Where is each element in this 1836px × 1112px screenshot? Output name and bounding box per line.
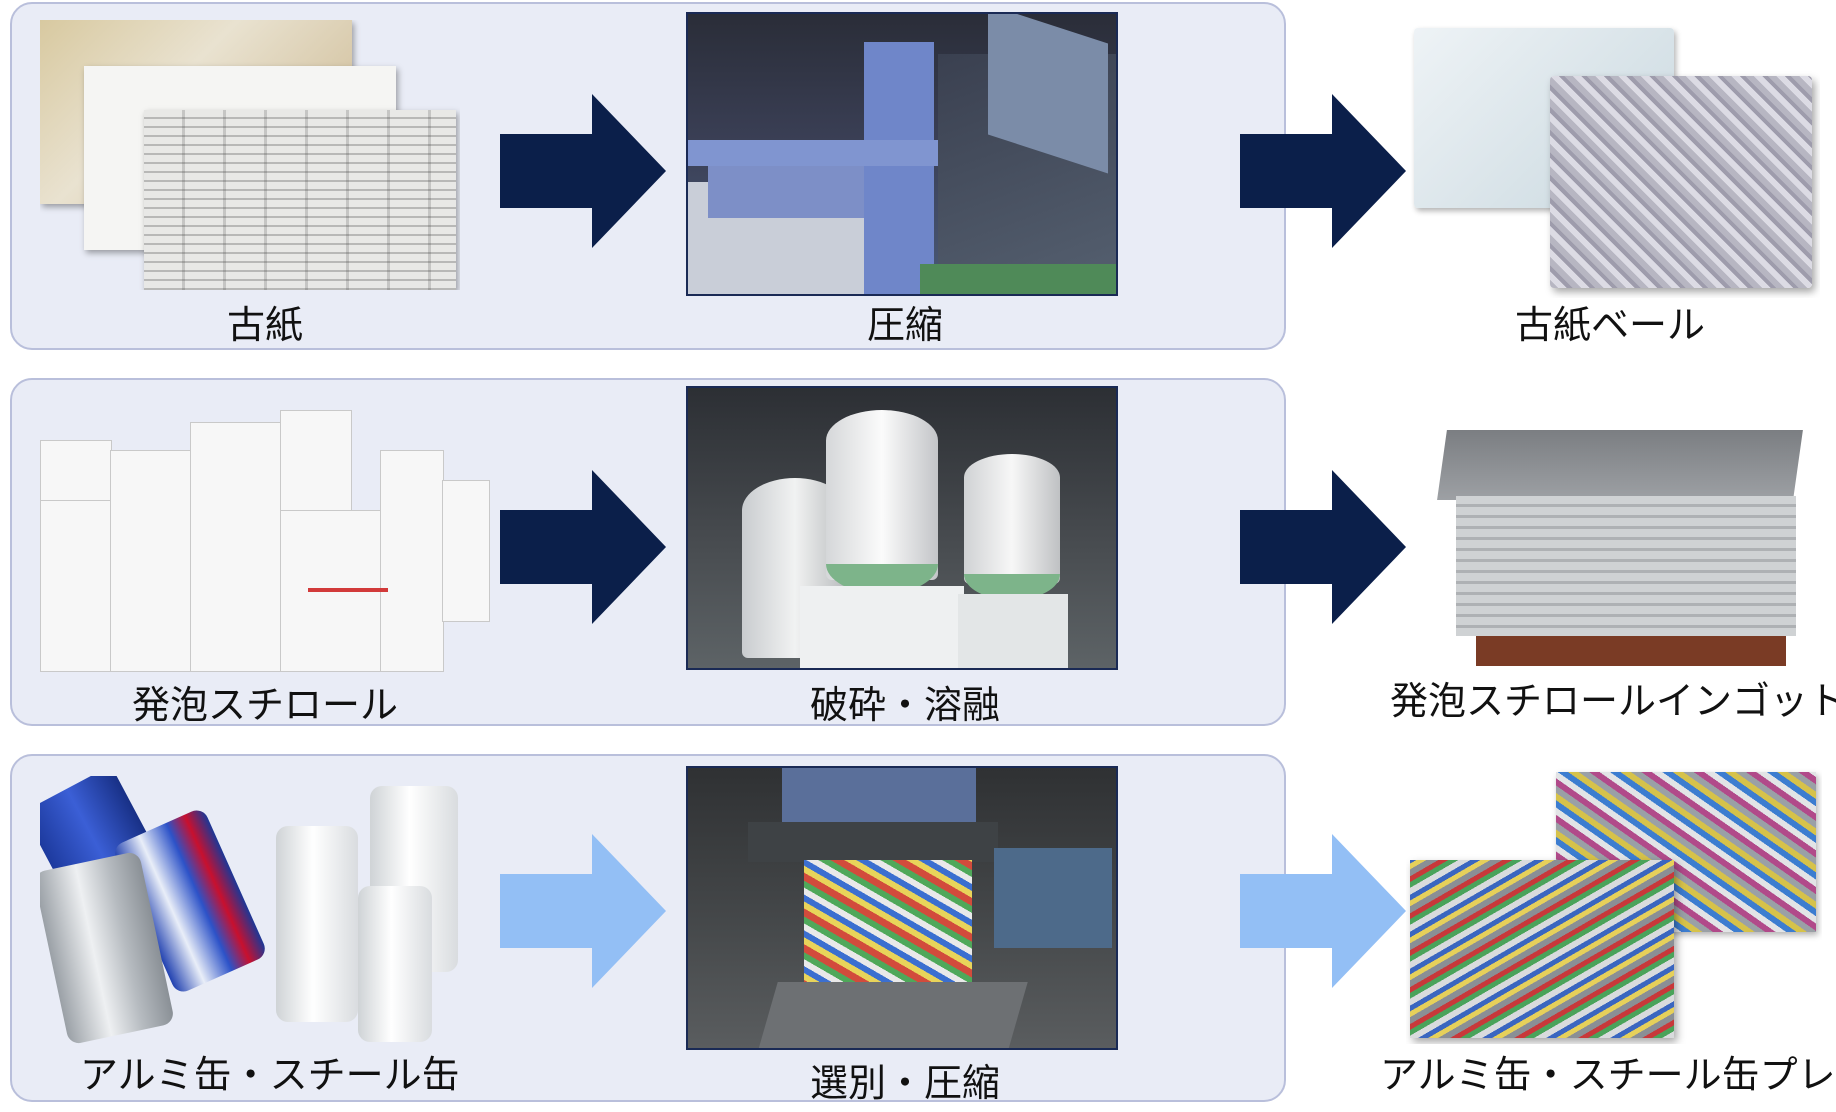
can-press-machine-image bbox=[686, 766, 1118, 1050]
input-label-cans: アルミ缶・スチール缶 bbox=[80, 1053, 460, 1097]
wastepaper-bales-image bbox=[1410, 18, 1820, 298]
arrow-press-to-block bbox=[1240, 834, 1406, 988]
styrofoam-boxes-image bbox=[40, 410, 490, 672]
arrow-compress-to-bale bbox=[1240, 94, 1406, 248]
melting-tanks-image bbox=[686, 386, 1118, 670]
pressed-can-blocks-image bbox=[1406, 764, 1822, 1044]
process-label-crush-melt: 破砕・溶融 bbox=[809, 683, 1000, 727]
input-label-styrofoam: 発泡スチロール bbox=[131, 683, 398, 727]
arrow-styrofoam-to-melt bbox=[500, 470, 666, 624]
styrofoam-ingots-image bbox=[1436, 410, 1810, 668]
output-label-can-press: アルミ缶・スチール缶プレス bbox=[1380, 1053, 1836, 1097]
process-label-sort-compress: 選別・圧縮 bbox=[809, 1061, 1000, 1105]
wastepaper-pile-image bbox=[40, 20, 460, 290]
baling-machine-image bbox=[686, 12, 1118, 296]
output-label-styrofoam-ingot: 発泡スチロールインゴット bbox=[1390, 679, 1836, 723]
arrow-melt-to-ingot bbox=[1240, 470, 1406, 624]
cans-image bbox=[40, 776, 480, 1048]
process-label-compress: 圧縮 bbox=[866, 303, 943, 347]
input-label-wastepaper: 古紙 bbox=[226, 303, 303, 347]
output-label-wastepaper-bale: 古紙ベール bbox=[1514, 303, 1705, 347]
arrow-wastepaper-to-compress bbox=[500, 94, 666, 248]
arrow-cans-to-press bbox=[500, 834, 666, 988]
